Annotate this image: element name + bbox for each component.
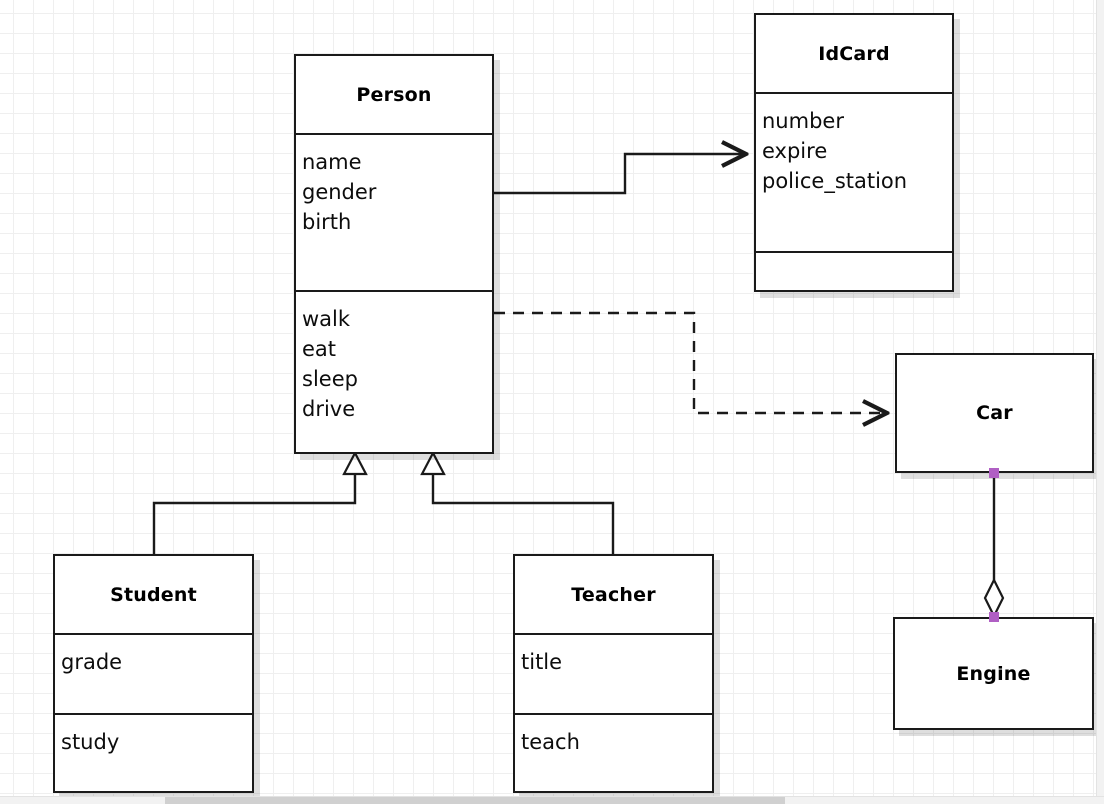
vertical-scrollbar[interactable] — [1096, 0, 1104, 804]
attribute-row: title — [521, 650, 563, 674]
attribute-row: gender — [302, 180, 377, 204]
connection-point-car-bottom[interactable] — [989, 468, 999, 478]
attribute-row: birth — [302, 210, 352, 234]
class-name-student: Student — [55, 556, 252, 633]
class-box-student[interactable]: Student grade study — [53, 554, 254, 793]
connector-student-person[interactable] — [152, 450, 368, 554]
class-title-text: IdCard — [818, 42, 890, 65]
class-box-engine[interactable]: Engine — [893, 617, 1094, 730]
class-name-teacher: Teacher — [515, 556, 712, 633]
attribute-row: number — [762, 109, 844, 133]
class-name-idcard: IdCard — [756, 15, 952, 92]
class-title-text: Student — [110, 583, 197, 606]
attribute-row: expire — [762, 139, 828, 163]
class-box-teacher[interactable]: Teacher title teach — [513, 554, 714, 793]
class-attributes-teacher: title — [515, 633, 712, 713]
attribute-row: police_station — [762, 169, 908, 193]
class-operations-student: study — [55, 713, 252, 791]
class-title-text: Teacher — [571, 583, 656, 606]
class-box-idcard[interactable]: IdCard number expire police_station — [754, 13, 954, 292]
attribute-row: grade — [61, 650, 123, 674]
horizontal-scrollbar-thumb[interactable] — [165, 797, 785, 804]
class-name-car: Car — [897, 355, 1092, 471]
class-attributes-person: name gender birth — [296, 133, 492, 290]
class-box-person[interactable]: Person name gender birth walk eat sleep … — [294, 54, 494, 454]
connector-person-car[interactable] — [494, 311, 887, 413]
class-name-person: Person — [296, 56, 492, 133]
class-operations-idcard — [756, 251, 952, 290]
class-attributes-idcard: number expire police_station — [756, 92, 952, 251]
connection-point-engine-top[interactable] — [989, 612, 999, 622]
class-title-text: Car — [976, 402, 1013, 424]
operation-row: sleep — [302, 367, 358, 391]
class-title-text: Person — [356, 83, 432, 106]
class-box-car[interactable]: Car — [895, 353, 1094, 473]
class-attributes-student: grade — [55, 633, 252, 713]
operation-row: walk — [302, 307, 351, 331]
operation-row: eat — [302, 337, 337, 361]
class-operations-person: walk eat sleep drive — [296, 290, 492, 452]
connector-person-idcard[interactable] — [494, 154, 746, 195]
horizontal-scrollbar[interactable] — [0, 796, 1104, 804]
operation-row: drive — [302, 397, 356, 421]
operation-row: study — [61, 730, 120, 754]
attribute-row: name — [302, 150, 362, 174]
class-title-text: Engine — [956, 662, 1031, 685]
connector-teacher-person[interactable] — [420, 450, 615, 554]
class-operations-teacher: teach — [515, 713, 712, 791]
operation-row: teach — [521, 730, 580, 754]
connector-car-engine[interactable] — [983, 473, 1005, 619]
class-name-engine: Engine — [895, 619, 1092, 728]
